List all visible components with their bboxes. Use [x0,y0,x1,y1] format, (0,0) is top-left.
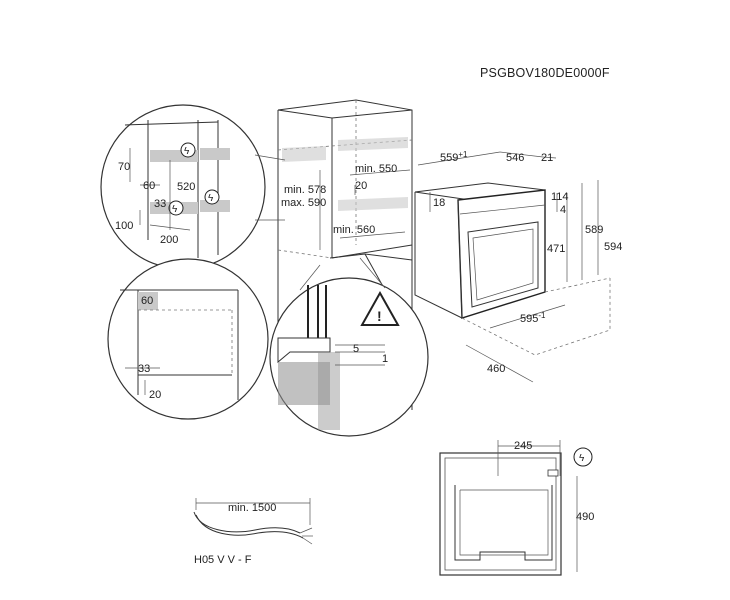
oven-471: 471 [547,243,565,255]
cabinet-gap: 20 [355,180,367,192]
oven-114: 114 [551,191,569,203]
cabinet-max-height: max. 590 [281,197,326,209]
oven-depth-body: 546 [506,152,524,164]
oven-drawing: 559+1 546 21 18 114 4 471 589 594 595-1 … [414,150,622,383]
detail-circle-top-left: ϟ ϟ ϟ 70 60 520 33 100 200 [100,104,286,270]
warning-icon [360,290,400,326]
detail-bl-20: 20 [149,389,161,401]
detail-tl-70: 70 [118,161,130,173]
detail-tl-60: 60 [143,180,155,192]
oven-589: 589 [585,224,603,236]
detail-bc-1: 1 [382,353,388,365]
cabinet-min-height: min. 578 [284,184,326,196]
cabinet-min-width: min. 550 [355,163,397,175]
back-height: 490 [576,511,594,523]
cabinet-drawing: min. 550 min. 578 max. 590 20 min. 560 [277,99,413,410]
cable-length: min. 1500 [228,502,276,514]
lightning-icon: ϟ [184,146,190,157]
detail-tl-100: 100 [115,220,133,232]
cabinet-depth: min. 560 [333,224,375,236]
cable-type: H05 V V - F [194,554,252,566]
detail-bl-60: 60 [141,295,153,307]
cable-drawing: min. 1500 H05 V V - F [193,498,313,566]
detail-circle-bottom-center: 5 1 ! [269,257,429,437]
back-view-drawing: ϟ 245 490 [439,440,594,576]
detail-tl-520: 520 [177,181,195,193]
oven-front: 21 [541,152,553,164]
detail-bl-33: 33 [138,363,150,375]
svg-text:!: ! [377,308,382,324]
lightning-icon: ϟ [579,453,585,464]
detail-tl-33: 33 [154,198,166,210]
oven-width: 595-1 [520,311,546,325]
oven-top-offset: 18 [433,197,445,209]
back-width: 245 [514,440,532,452]
model-code: PSGBOV180DE0000F [480,66,610,80]
detail-tl-200: 200 [160,234,178,246]
oven-depth-total: 559+1 [440,150,468,164]
detail-circle-bottom-left: 60 33 20 [107,258,269,420]
oven-4: 4 [560,204,566,216]
lightning-icon: ϟ [208,193,214,204]
detail-bc-5: 5 [353,343,359,355]
oven-460: 460 [487,363,505,375]
lightning-icon: ϟ [172,204,178,215]
oven-594: 594 [604,241,622,253]
